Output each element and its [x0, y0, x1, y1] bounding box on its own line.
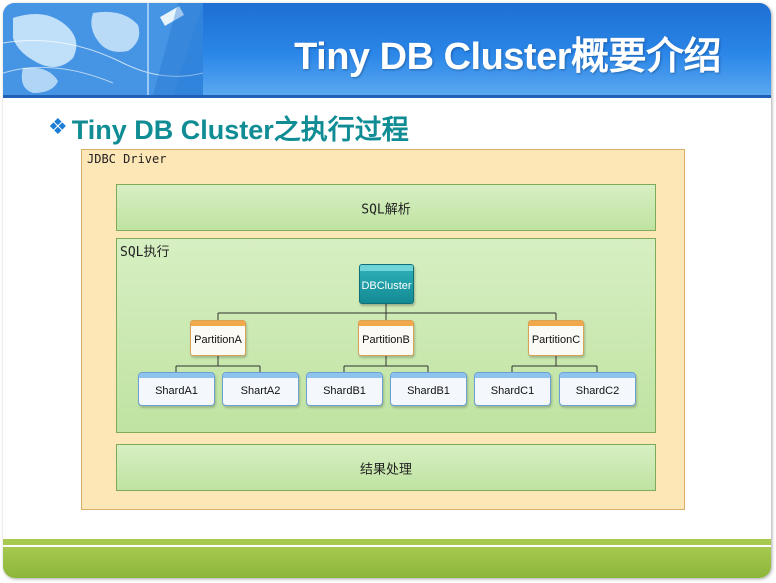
diamond-bullet-icon: ❖ [48, 115, 68, 140]
slide-footer [3, 547, 771, 578]
jdbc-driver-label: JDBC Driver [87, 152, 167, 166]
sql-parse-label: SQL解析 [361, 202, 411, 217]
shard-a2-label: ShartA2 [240, 385, 281, 397]
footer-stripe [3, 539, 771, 545]
partition-c-node: PartitionC [528, 320, 584, 356]
shard-b2-node: ShardB1 [390, 372, 467, 406]
partition-a-node: PartitionA [190, 320, 246, 356]
section-heading-text: Tiny DB Cluster之执行过程 [71, 115, 409, 145]
shard-a1-node: ShardA1 [138, 372, 215, 406]
shard-c2-label: ShardC2 [575, 385, 620, 397]
world-map-decoration [3, 3, 203, 95]
sql-exec-label: SQL执行 [120, 245, 170, 260]
sql-parse-box: SQL解析 [116, 184, 656, 231]
shard-b1-label: ShardB1 [323, 385, 366, 397]
shard-b1-node: ShardB1 [306, 372, 383, 406]
partition-b-label: PartitionB [362, 334, 410, 346]
result-processing-label: 结果处理 [359, 462, 412, 477]
partition-b-node: PartitionB [358, 320, 414, 356]
result-processing-box: 结果处理 [116, 444, 656, 491]
shard-c1-label: ShardC1 [490, 385, 535, 397]
slide-title: Tiny DB Cluster概要介绍 [294, 36, 721, 78]
shard-a1-label: ShardA1 [155, 385, 198, 397]
shard-a2-node: ShartA2 [222, 372, 299, 406]
shard-c1-node: ShardC1 [474, 372, 551, 406]
partition-a-label: PartitionA [194, 334, 242, 346]
slide-header: Tiny DB Cluster概要介绍 [3, 3, 771, 98]
dbcluster-node-label: DBCluster [361, 280, 412, 292]
shard-c2-node: ShardC2 [559, 372, 636, 406]
dbcluster-node: DBCluster [359, 264, 414, 304]
shard-b2-label: ShardB1 [407, 385, 450, 397]
section-heading: ❖ Tiny DB Cluster之执行过程 [48, 108, 409, 147]
partition-c-label: PartitionC [531, 334, 581, 346]
